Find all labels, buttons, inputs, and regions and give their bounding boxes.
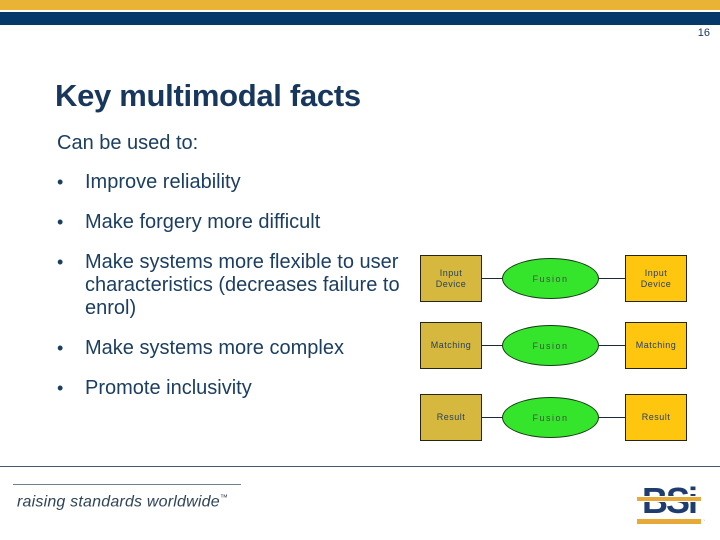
bsi-logo-gold-stripe [637,497,701,501]
connector-line [482,345,502,346]
bullet-text: Make systems more complex [85,337,344,359]
bullet-icon: • [57,338,64,358]
diagram-ellipse-fusion: Fusion [502,258,599,299]
connector-line [599,278,625,279]
bullet-icon: • [57,252,64,272]
bsi-trademark-mark: ` [703,520,705,526]
bullet-icon: • [57,172,64,192]
diagram-row-result-fusion: Result Fusion Result [420,394,687,442]
list-item: • Make systems more flexible to user cha… [57,251,429,320]
bsi-logo: BSi ` [637,483,705,526]
intro-line: Can be used to: [57,132,199,154]
bsi-logo-gold-underline [637,519,701,524]
top-navy-bar [0,12,720,25]
diagram-box-result-right: Result [625,394,687,441]
diagram-box-matching-right: Matching [625,322,687,369]
diagram-box-matching-left: Matching [420,322,482,369]
list-item: • Make forgery more difficult [57,211,429,234]
tagline-overline [13,484,241,485]
bullet-text: Make forgery more difficult [85,211,321,233]
top-gold-bar [0,0,720,10]
diagram-box-input-device-left: Input Device [420,255,482,302]
bullet-text: Improve reliability [85,171,241,193]
diagram-box-input-device-right: Input Device [625,255,687,302]
connector-line [482,278,502,279]
connector-line [599,417,625,418]
diagram-box-result-left: Result [420,394,482,441]
brand-tagline: raising standards worldwide™ [17,493,228,511]
page-title: Key multimodal facts [55,77,361,113]
body-text-block: Can be used to: • Improve reliability • … [57,132,429,417]
bullet-text: Promote inclusivity [85,377,252,399]
footer-divider-line [0,466,720,467]
diagram-row-matching-fusion: Matching Fusion Matching [420,322,687,370]
connector-line [599,345,625,346]
diagram-ellipse-fusion: Fusion [502,397,599,438]
bsi-logo-stripe [637,501,701,502]
page-number: 16 [697,27,710,39]
list-item: • Improve reliability [57,171,429,194]
diagram-ellipse-fusion: Fusion [502,325,599,366]
connector-line [482,417,502,418]
list-item: • Promote inclusivity [57,377,429,400]
trademark-symbol: ™ [219,493,229,502]
diagram-row-sensor-fusion: Input Device Fusion Input Device [420,255,687,303]
bsi-logo-stripe [637,496,701,497]
bullet-text: Make systems more flexible to user chara… [85,251,400,319]
tagline-text: raising standards worldwide [17,493,220,511]
bullet-icon: • [57,378,64,398]
bullet-icon: • [57,212,64,232]
list-item: • Make systems more complex [57,337,429,360]
